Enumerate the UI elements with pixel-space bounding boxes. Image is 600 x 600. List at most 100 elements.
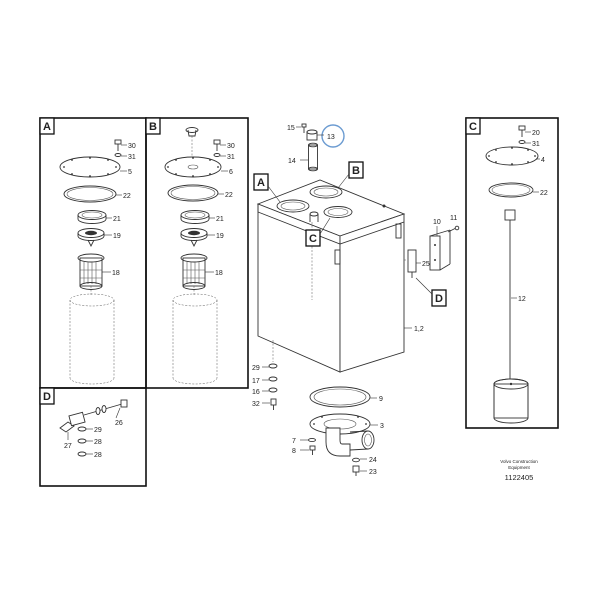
bolt-11 [447,225,460,233]
gasket-22-b [167,184,219,202]
tank-tag-c: C [309,233,317,245]
callout-31-b: 31 [227,154,235,161]
ring-21 [77,210,107,224]
valve-19-b [180,228,208,248]
panel-b-label: B [149,121,157,133]
callout-12: 12 [518,296,526,303]
panel-c-frame [465,117,559,429]
strainer-18 [77,253,105,290]
gasket-22 [63,185,117,203]
detail-panel-d: D 26 27 29 28 28 [39,387,147,487]
hydraulic-tank-assembly: 15 13 14 [252,123,460,476]
callout-8: 8 [292,448,296,455]
panel-c-tag-box [465,117,481,135]
callout-22-b: 22 [225,192,233,199]
bolt-20 [518,125,526,137]
bolt-8 [309,445,316,455]
callout-3: 3 [380,423,384,430]
panel-d-label: D [43,391,51,403]
detail-panel-a: A 30 31 5 22 21 [39,117,147,389]
callout-27: 27 [64,443,72,450]
callout-26: 26 [115,420,123,427]
highlight-ring-13 [321,124,345,148]
cap-assembly-b [185,127,199,160]
ring-21-b [180,210,210,224]
tank-side-face [339,213,405,373]
washer-31-b [213,153,221,157]
tank-tag-b: B [352,165,360,177]
bolt-30 [114,139,122,151]
company-line-1: Volvo Construction [500,459,538,464]
callout-6: 6 [229,169,233,176]
callout-19-b: 19 [216,233,224,240]
panel-d-frame [39,387,147,487]
level-gauge-12 [493,209,529,424]
callout-18-b: 18 [215,270,223,277]
bracket-10 [429,229,451,271]
washer-29-d [77,426,87,432]
gasket-9 [309,386,371,408]
cover-plate-4 [485,146,539,166]
callout-21-b: 21 [216,216,224,223]
panel-d-tag-box [39,387,55,405]
callout-18: 18 [112,270,120,277]
callout-28-d2: 28 [94,452,102,459]
callout-22: 22 [123,193,131,200]
bolt-15 [301,123,307,133]
bolt-30-b [213,139,221,151]
detail-panel-c: C 20 31 4 22 [465,117,559,429]
panel-b-tag-box [145,117,161,135]
panel-c-label: C [469,121,477,133]
cover-plate-5 [59,156,121,178]
pipe-14 [308,142,318,172]
callout-32: 32 [252,401,260,408]
callout-31-c: 31 [532,141,540,148]
callout-7: 7 [292,438,296,445]
callout-31: 31 [128,154,136,161]
filter-element-b [172,286,218,385]
callout-11: 11 [450,215,457,222]
callout-21: 21 [113,216,121,223]
callout-14: 14 [288,158,296,165]
valve-19 [77,228,105,248]
bottom-stack [268,340,278,410]
pipe-port [309,211,319,217]
washer-24 [352,457,360,463]
tank-tag-d: D [435,293,443,305]
callout-1-2: 1,2 [414,326,424,333]
callout-13: 13 [327,134,335,141]
suction-flange-3 [309,413,375,457]
washer-31 [114,153,122,157]
filter-element-a [69,286,115,385]
washer-28-d2 [77,451,87,457]
tank-tag-a-box [253,173,269,191]
sensor-25 [404,249,417,278]
tank-tag-c-box [305,229,321,247]
callout-4: 4 [541,157,545,164]
callout-10: 10 [433,219,441,226]
callout-24: 24 [369,457,377,464]
detail-panel-b: B 30 31 6 22 [145,117,249,389]
tank-tag-a: A [257,177,265,189]
strainer-18-b [180,253,208,290]
callout-17: 17 [252,378,260,385]
callout-19: 19 [113,233,121,240]
callout-22-c: 22 [540,190,548,197]
washer-31-c [518,140,526,144]
panel-a-tag-box [39,117,55,135]
callout-5: 5 [128,169,132,176]
panel-a-label: A [43,121,51,133]
sensor-27 [59,399,128,433]
company-line-2: Equipment [508,465,530,470]
callout-30-b: 30 [227,143,235,150]
plug-23 [352,465,360,476]
title-block: Volvo Construction Equipment 1122405 [500,459,538,482]
callout-29-d: 29 [94,427,102,434]
callout-29: 29 [252,365,260,372]
gasket-22-c [488,182,534,198]
washer-7 [308,437,316,443]
callout-20: 20 [532,130,540,137]
tank-tag-d-box [431,289,447,307]
callout-16: 16 [252,389,260,396]
washer-28-d [77,438,87,444]
